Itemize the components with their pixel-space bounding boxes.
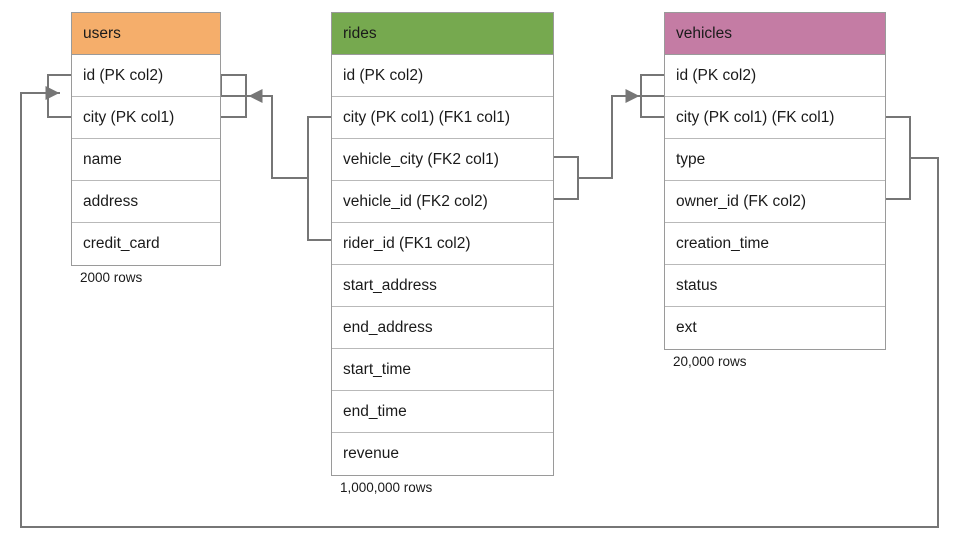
table-vehicles-row-count: 20,000 rows	[673, 354, 747, 369]
table-rides-column-id[interactable]: id (PK col2)	[332, 55, 553, 97]
table-vehicles-column-ext[interactable]: ext	[665, 307, 885, 349]
table-rides-row-count: 1,000,000 rows	[340, 480, 433, 495]
table-rides[interactable]: rides id (PK col2) city (PK col1) (FK1 c…	[331, 12, 554, 476]
table-vehicles-column-owner-id[interactable]: owner_id (FK col2)	[665, 181, 885, 223]
table-users-column-city[interactable]: city (PK col1)	[72, 97, 220, 139]
table-users-column-credit-card[interactable]: credit_card	[72, 223, 220, 265]
table-users-column-name[interactable]: name	[72, 139, 220, 181]
table-users-column-address[interactable]: address	[72, 181, 220, 223]
table-vehicles-column-type[interactable]: type	[665, 139, 885, 181]
table-rides-header: rides	[332, 13, 553, 55]
table-users-header: users	[72, 13, 220, 55]
table-users-row-count: 2000 rows	[80, 270, 143, 285]
table-users-column-id[interactable]: id (PK col2)	[72, 55, 220, 97]
table-vehicles-column-city[interactable]: city (PK col1) (FK col1)	[665, 97, 885, 139]
table-vehicles-column-id[interactable]: id (PK col2)	[665, 55, 885, 97]
table-rides-column-revenue[interactable]: revenue	[332, 433, 553, 475]
table-rides-column-vehicle-city[interactable]: vehicle_city (FK2 col1)	[332, 139, 553, 181]
table-rides-column-city[interactable]: city (PK col1) (FK1 col1)	[332, 97, 553, 139]
table-vehicles-column-creation-time[interactable]: creation_time	[665, 223, 885, 265]
table-rides-column-rider-id[interactable]: rider_id (FK1 col2)	[332, 223, 553, 265]
edge-fk2-rides-to-vehicles	[554, 74, 664, 200]
table-vehicles-column-status[interactable]: status	[665, 265, 885, 307]
table-rides-column-start-address[interactable]: start_address	[332, 265, 553, 307]
users-left-bracket	[47, 74, 71, 118]
table-vehicles[interactable]: vehicles id (PK col2) city (PK col1) (FK…	[664, 12, 886, 350]
table-rides-column-start-time[interactable]: start_time	[332, 349, 553, 391]
table-rides-column-end-address[interactable]: end_address	[332, 307, 553, 349]
table-users[interactable]: users id (PK col2) city (PK col1) name a…	[71, 12, 221, 266]
table-rides-column-end-time[interactable]: end_time	[332, 391, 553, 433]
table-vehicles-header: vehicles	[665, 13, 885, 55]
table-rides-column-vehicle-id[interactable]: vehicle_id (FK2 col2)	[332, 181, 553, 223]
edge-fk1-rides-to-users	[220, 74, 331, 241]
